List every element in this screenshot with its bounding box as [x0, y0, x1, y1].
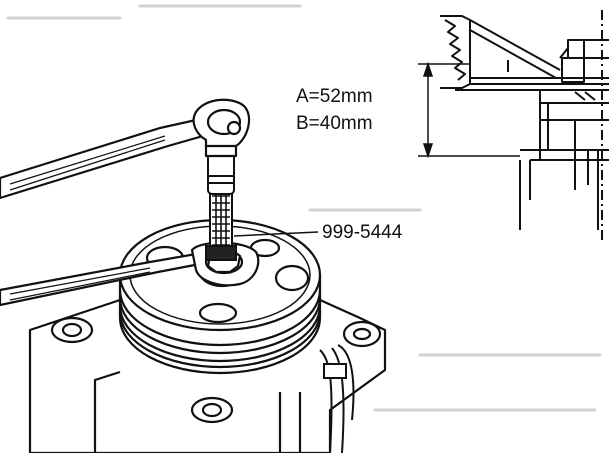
dimension-line — [418, 61, 520, 159]
wiring-harness — [319, 344, 355, 453]
special-tool — [205, 149, 237, 261]
tool-leader-line — [233, 231, 319, 237]
holding-wrench — [0, 241, 260, 307]
scan-noise — [6, 4, 602, 412]
ratchet-wrench — [0, 98, 251, 200]
dimension-b-label: B=40mm — [296, 113, 373, 134]
pulley-cross-section — [440, 10, 609, 240]
tool-number-label: 999-5444 — [322, 222, 403, 243]
dimension-a-label: A=52mm — [296, 86, 373, 107]
